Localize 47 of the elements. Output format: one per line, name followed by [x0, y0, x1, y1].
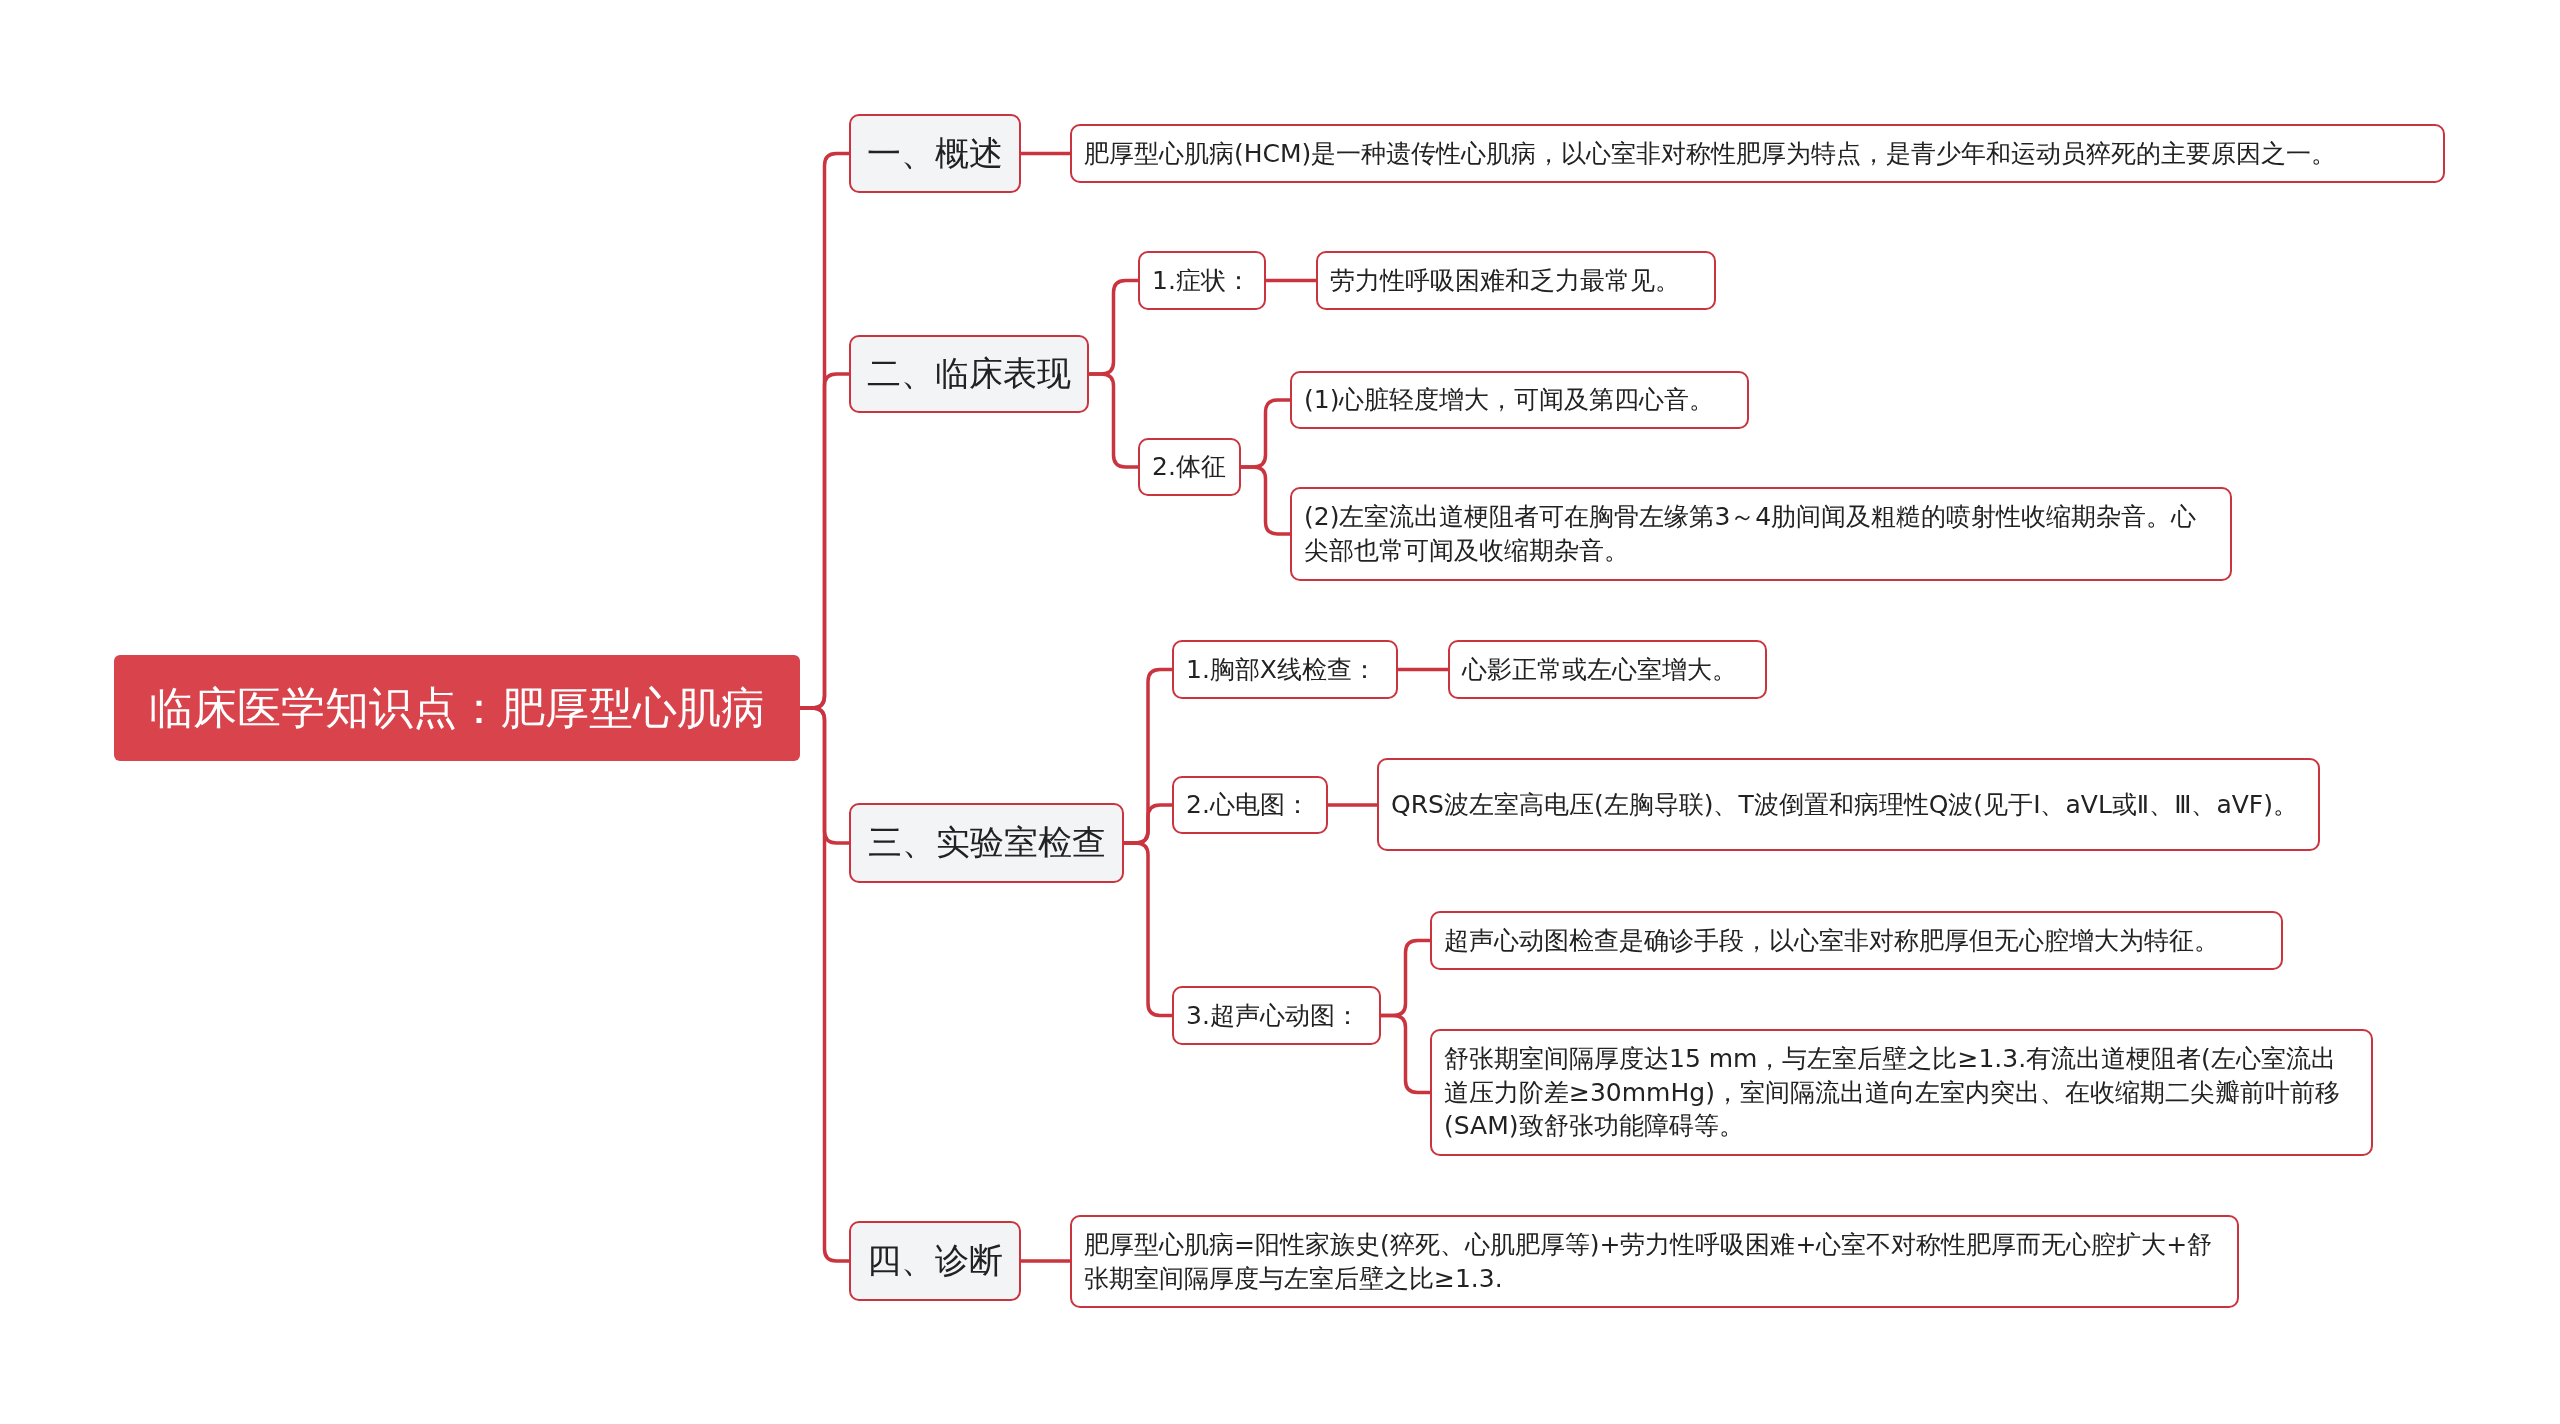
subtopic-box: [1448, 640, 1767, 699]
connector-line: [1266, 278, 1316, 283]
subtopic-box: [1138, 438, 1241, 496]
subtopic-box: [1316, 251, 1716, 310]
connector-line: [1241, 465, 1290, 536]
subtopic-box: [1172, 776, 1328, 834]
topic-text: 二、临床表现: [867, 352, 1071, 396]
branch-topic: [849, 335, 1089, 413]
connector-line: [1398, 667, 1448, 672]
root-topic: [114, 655, 800, 761]
connector-line: [1021, 151, 1070, 156]
branch-topic: [849, 803, 1124, 883]
subtopic-box: [1430, 911, 2283, 970]
topic-text: QRS波左室高电压(左胸导联)、T波倒置和病理性Q波(见于Ⅰ、aVL或Ⅱ、Ⅲ、aVF)。: [1391, 788, 2298, 821]
topic-text: 三、实验室检查: [867, 821, 1106, 865]
topic-text: 肥厚型心肌病=阳性家族史(猝死、心肌肥厚等)+劳力性呼吸困难+心室不对称性肥厚而无心腔扩大+舒张期室间隔厚度与左室后壁之比≥1.3.: [1084, 1228, 2214, 1295]
connector-line: [1381, 1013, 1430, 1095]
branch-topic: [849, 1221, 1021, 1301]
subtopic-box: [1290, 487, 2232, 581]
subtopic-box: [1290, 371, 1749, 429]
topic-text: (1)心脏轻度增大，可闻及第四心音。: [1304, 384, 1715, 417]
topic-text: 2.体征: [1152, 451, 1226, 484]
topic-text: 心影正常或左心室增大。: [1462, 653, 1737, 686]
topic-text: 2.心电图：: [1186, 789, 1310, 822]
topic-text: (2)左室流出道梗阻者可在胸骨左缘第3～4肋间闻及粗糙的喷射性收缩期杂音。心尖部也常可闻及收缩期杂音。: [1304, 501, 2198, 567]
subtopic-box: [1172, 986, 1381, 1045]
subtopic-box: [1070, 1215, 2239, 1308]
topic-text: 1.症状：: [1152, 264, 1251, 297]
subtopic-box: [1377, 758, 2320, 851]
connector-line: [1089, 372, 1138, 469]
topic-text: 1.胸部X线检查：: [1186, 653, 1377, 686]
topic-text: 临床医学知识点：肥厚型心肌病: [149, 681, 765, 736]
topic-text: 劳力性呼吸困难和乏力最常见。: [1330, 264, 1680, 297]
subtopic-box: [1430, 1029, 2373, 1156]
subtopic-box: [1070, 124, 2445, 183]
topic-text: 超声心动图检查是确诊手段，以心室非对称肥厚但无心腔增大为特征。: [1444, 924, 2219, 957]
topic-text: 四、诊断: [867, 1239, 1003, 1283]
branch-topic: [849, 114, 1021, 193]
connector-line: [1021, 1259, 1070, 1263]
topic-text: 肥厚型心肌病(HCM)是一种遗传性心肌病，以心室非对称性肥厚为特点，是青少年和运动员猝死的主要原因之一。: [1084, 137, 2337, 170]
topic-text: 舒张期室间隔厚度达15 mm，与左室后壁之比≥1.3.有流出道梗阻者(左心室流出道压力阶差≥30mmHg)，室间隔流出道向左室内突出、在收缩期二尖瓣前叶前移(SAM)致舒张功能障碍等。: [1444, 1042, 2341, 1143]
subtopic-box: [1138, 251, 1266, 310]
topic-text: 3.超声心动图：: [1186, 999, 1360, 1032]
connector-line: [1124, 841, 1172, 1018]
subtopic-box: [1172, 640, 1398, 699]
topic-text: 一、概述: [867, 131, 1003, 175]
connector-line: [1328, 803, 1377, 807]
